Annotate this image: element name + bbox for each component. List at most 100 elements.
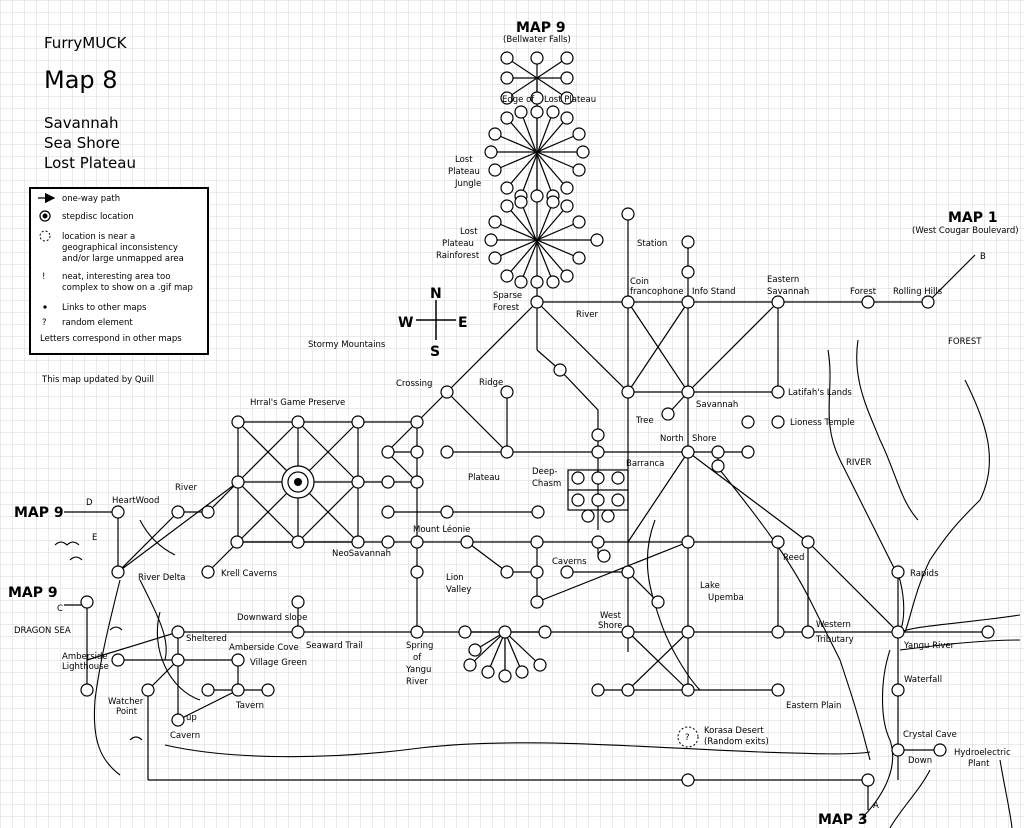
location-node[interactable] <box>681 445 695 459</box>
location-node[interactable] <box>231 653 245 667</box>
location-node[interactable] <box>291 415 305 429</box>
location-node[interactable] <box>681 773 695 787</box>
location-node[interactable] <box>651 595 665 609</box>
location-node[interactable] <box>560 565 574 579</box>
location-node[interactable] <box>572 215 586 229</box>
location-node[interactable] <box>500 565 514 579</box>
location-node[interactable] <box>681 235 695 249</box>
location-node[interactable] <box>351 535 365 549</box>
location-node[interactable] <box>530 51 544 65</box>
location-node[interactable] <box>572 127 586 141</box>
location-node[interactable] <box>921 295 935 309</box>
location-node[interactable] <box>410 445 424 459</box>
location-node[interactable] <box>111 653 125 667</box>
location-node[interactable] <box>440 385 454 399</box>
location-node[interactable] <box>531 505 545 519</box>
korasa-desert-node[interactable] <box>677 726 699 748</box>
location-node[interactable] <box>560 181 574 195</box>
location-node[interactable] <box>500 71 514 85</box>
location-node[interactable] <box>590 233 604 247</box>
location-node[interactable] <box>681 625 695 639</box>
location-node[interactable] <box>261 683 275 697</box>
location-node[interactable] <box>500 385 514 399</box>
location-node[interactable] <box>488 163 502 177</box>
location-node[interactable] <box>498 669 512 683</box>
location-node[interactable] <box>171 505 185 519</box>
location-node[interactable] <box>410 475 424 489</box>
location-node[interactable] <box>381 505 395 519</box>
location-node[interactable] <box>621 683 635 697</box>
location-node[interactable] <box>171 625 185 639</box>
map-link-map3[interactable]: MAP 3 <box>818 812 868 828</box>
location-node[interactable] <box>500 199 514 213</box>
location-node[interactable] <box>801 625 815 639</box>
location-node[interactable] <box>611 493 625 507</box>
location-node[interactable] <box>500 111 514 125</box>
location-node[interactable] <box>291 625 305 639</box>
location-node[interactable] <box>601 509 615 523</box>
location-node[interactable] <box>560 199 574 213</box>
map-link-map1[interactable]: MAP 1 <box>948 210 998 226</box>
location-node[interactable] <box>591 493 605 507</box>
location-node[interactable] <box>468 643 482 657</box>
location-node[interactable] <box>597 549 611 563</box>
location-node[interactable] <box>571 493 585 507</box>
location-node[interactable] <box>546 105 560 119</box>
location-node[interactable] <box>500 91 514 105</box>
location-node[interactable] <box>201 683 215 697</box>
location-node[interactable] <box>530 535 544 549</box>
location-node[interactable] <box>771 625 785 639</box>
location-node[interactable] <box>661 407 675 421</box>
location-node[interactable] <box>571 471 585 485</box>
location-node[interactable] <box>410 565 424 579</box>
location-node[interactable] <box>981 625 995 639</box>
location-node[interactable] <box>621 385 635 399</box>
location-node[interactable] <box>500 181 514 195</box>
location-node[interactable] <box>681 385 695 399</box>
location-node[interactable] <box>891 625 905 639</box>
location-node[interactable] <box>611 471 625 485</box>
location-node[interactable] <box>591 471 605 485</box>
location-node[interactable] <box>458 625 472 639</box>
location-node[interactable] <box>576 145 590 159</box>
location-node[interactable] <box>171 713 185 727</box>
location-node[interactable] <box>861 295 875 309</box>
location-node[interactable] <box>463 658 477 672</box>
location-node[interactable] <box>201 505 215 519</box>
location-node[interactable] <box>621 625 635 639</box>
location-node[interactable] <box>681 683 695 697</box>
location-node[interactable] <box>111 505 125 519</box>
location-node[interactable] <box>500 51 514 65</box>
location-node[interactable] <box>530 295 544 309</box>
location-node[interactable] <box>351 475 365 489</box>
location-node[interactable] <box>440 505 454 519</box>
location-node[interactable] <box>581 509 595 523</box>
location-node[interactable] <box>381 535 395 549</box>
location-node[interactable] <box>381 445 395 459</box>
location-node[interactable] <box>381 475 395 489</box>
location-node[interactable] <box>546 275 560 289</box>
location-node[interactable] <box>591 428 605 442</box>
location-node[interactable] <box>771 535 785 549</box>
location-node[interactable] <box>488 127 502 141</box>
location-node[interactable] <box>231 415 245 429</box>
location-node[interactable] <box>530 595 544 609</box>
location-node[interactable] <box>553 363 567 377</box>
location-node[interactable] <box>498 625 512 639</box>
location-node[interactable] <box>621 295 635 309</box>
location-node[interactable] <box>201 565 215 579</box>
location-node[interactable] <box>530 275 544 289</box>
location-node[interactable] <box>681 265 695 279</box>
location-node[interactable] <box>560 91 574 105</box>
location-node[interactable] <box>514 275 528 289</box>
location-node[interactable] <box>514 195 528 209</box>
location-node[interactable] <box>538 625 552 639</box>
location-node[interactable] <box>771 385 785 399</box>
location-node[interactable] <box>515 665 529 679</box>
location-node[interactable] <box>410 535 424 549</box>
location-node[interactable] <box>711 445 725 459</box>
location-node[interactable] <box>741 445 755 459</box>
map-link-map9-sw[interactable]: MAP 9 <box>8 585 58 601</box>
location-node[interactable] <box>484 145 498 159</box>
location-node[interactable] <box>572 251 586 265</box>
